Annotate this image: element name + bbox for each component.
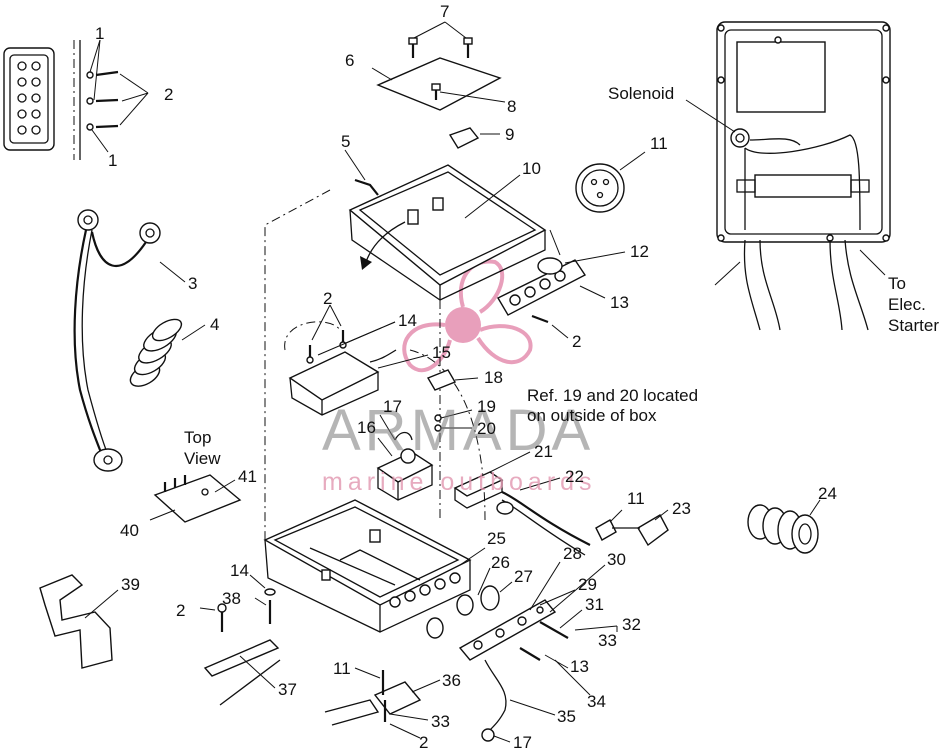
callout-number: 25 bbox=[487, 529, 506, 548]
callout-number: 11 bbox=[333, 659, 351, 678]
callout-number: 39 bbox=[121, 575, 140, 594]
ref-note-line-2: on outside of box bbox=[527, 406, 657, 425]
callout-number: 1 bbox=[108, 151, 118, 170]
battery-cable bbox=[73, 209, 186, 472]
callout-number: 8 bbox=[507, 97, 517, 116]
callout-number: 26 bbox=[491, 553, 510, 572]
callout-number: 11 bbox=[627, 489, 645, 508]
callout-number: 27 bbox=[514, 567, 533, 586]
callout-number: 29 bbox=[578, 575, 597, 594]
callout-number: 21 bbox=[534, 442, 553, 461]
callout-number: 23 bbox=[672, 499, 691, 518]
callout-number: 30 bbox=[607, 550, 626, 569]
terminal-connector-block bbox=[497, 229, 626, 316]
label-solenoid: Solenoid bbox=[608, 84, 675, 103]
callout-number: 2 bbox=[572, 332, 582, 351]
label-view: View bbox=[184, 449, 221, 468]
fuse bbox=[448, 127, 500, 149]
callout-number: 14 bbox=[230, 561, 249, 580]
terminal-bracket bbox=[426, 369, 479, 391]
ref-note-line-1: Ref. 19 and 20 located bbox=[527, 386, 699, 405]
lower-connector bbox=[324, 667, 441, 739]
callout-number: 41 bbox=[238, 467, 257, 486]
solenoid-inset bbox=[685, 21, 891, 331]
callout-number: 2 bbox=[419, 733, 429, 750]
callout-number: 19 bbox=[477, 397, 496, 416]
callout-number: 32 bbox=[622, 615, 641, 634]
watermark-brand: ARMADA bbox=[322, 398, 595, 463]
callout-number: 3 bbox=[188, 274, 198, 293]
callout-number: 33 bbox=[431, 712, 450, 731]
lead-wire bbox=[481, 659, 556, 743]
spark-plug-boot bbox=[595, 509, 669, 547]
base-hardware bbox=[199, 574, 281, 706]
label-to: To bbox=[888, 274, 906, 293]
top-view-module bbox=[149, 474, 242, 523]
label-elec: Elec. bbox=[888, 295, 926, 314]
watermark-tagline: marine outboards bbox=[322, 468, 597, 496]
rubber-boot bbox=[129, 318, 206, 387]
callout-number: 15 bbox=[432, 343, 451, 362]
label-top: Top bbox=[184, 428, 212, 447]
mounting-plate bbox=[371, 21, 506, 111]
control-panel-inset bbox=[3, 39, 149, 160]
callout-number: 20 bbox=[477, 419, 496, 438]
callout-number: 37 bbox=[278, 680, 297, 699]
callout-number: 6 bbox=[345, 51, 355, 70]
callout-number: 34 bbox=[587, 692, 606, 711]
callout-number: 35 bbox=[557, 707, 576, 726]
callout-number: 14 bbox=[398, 311, 417, 330]
screw bbox=[531, 314, 569, 339]
callout-number: 10 bbox=[522, 159, 541, 178]
callout-number: 2 bbox=[176, 601, 186, 620]
callout-number: 12 bbox=[630, 242, 649, 261]
callout-number: 40 bbox=[120, 521, 139, 540]
electrical-box-base bbox=[263, 499, 486, 633]
connector-plug bbox=[575, 151, 646, 213]
grommet-stack bbox=[747, 499, 821, 554]
callout-number: 2 bbox=[164, 85, 174, 104]
callout-number: 31 bbox=[585, 595, 604, 614]
label-starter: Starter bbox=[888, 316, 940, 335]
grommets-and-plate bbox=[426, 561, 618, 696]
watermark-logo bbox=[402, 259, 533, 373]
callout-number: 33 bbox=[598, 631, 617, 650]
callout-number: 16 bbox=[357, 418, 376, 437]
callout-number: 1 bbox=[95, 24, 105, 43]
callout-number: 24 bbox=[818, 484, 837, 503]
callout-number: 5 bbox=[341, 132, 351, 151]
callout-number: 17 bbox=[513, 733, 532, 750]
callout-number: 28 bbox=[563, 544, 582, 563]
callout-number: 7 bbox=[440, 2, 450, 21]
callout-number: 13 bbox=[610, 293, 629, 312]
callout-number: 4 bbox=[210, 315, 220, 334]
rectifier-module bbox=[288, 304, 429, 416]
mounting-bracket bbox=[39, 574, 119, 669]
starter-relay bbox=[376, 409, 473, 501]
callout-number: 17 bbox=[383, 397, 402, 416]
callout-number: 38 bbox=[222, 589, 241, 608]
box-cover bbox=[344, 149, 547, 301]
callout-number: 18 bbox=[484, 368, 503, 387]
callout-number: 11 bbox=[650, 134, 668, 153]
callout-number: 9 bbox=[505, 125, 515, 144]
callout-number: 13 bbox=[570, 657, 589, 676]
callout-number: 36 bbox=[442, 671, 461, 690]
callout-number: 2 bbox=[323, 289, 333, 308]
callout-number: 22 bbox=[565, 467, 584, 486]
harness-plug bbox=[453, 451, 591, 556]
